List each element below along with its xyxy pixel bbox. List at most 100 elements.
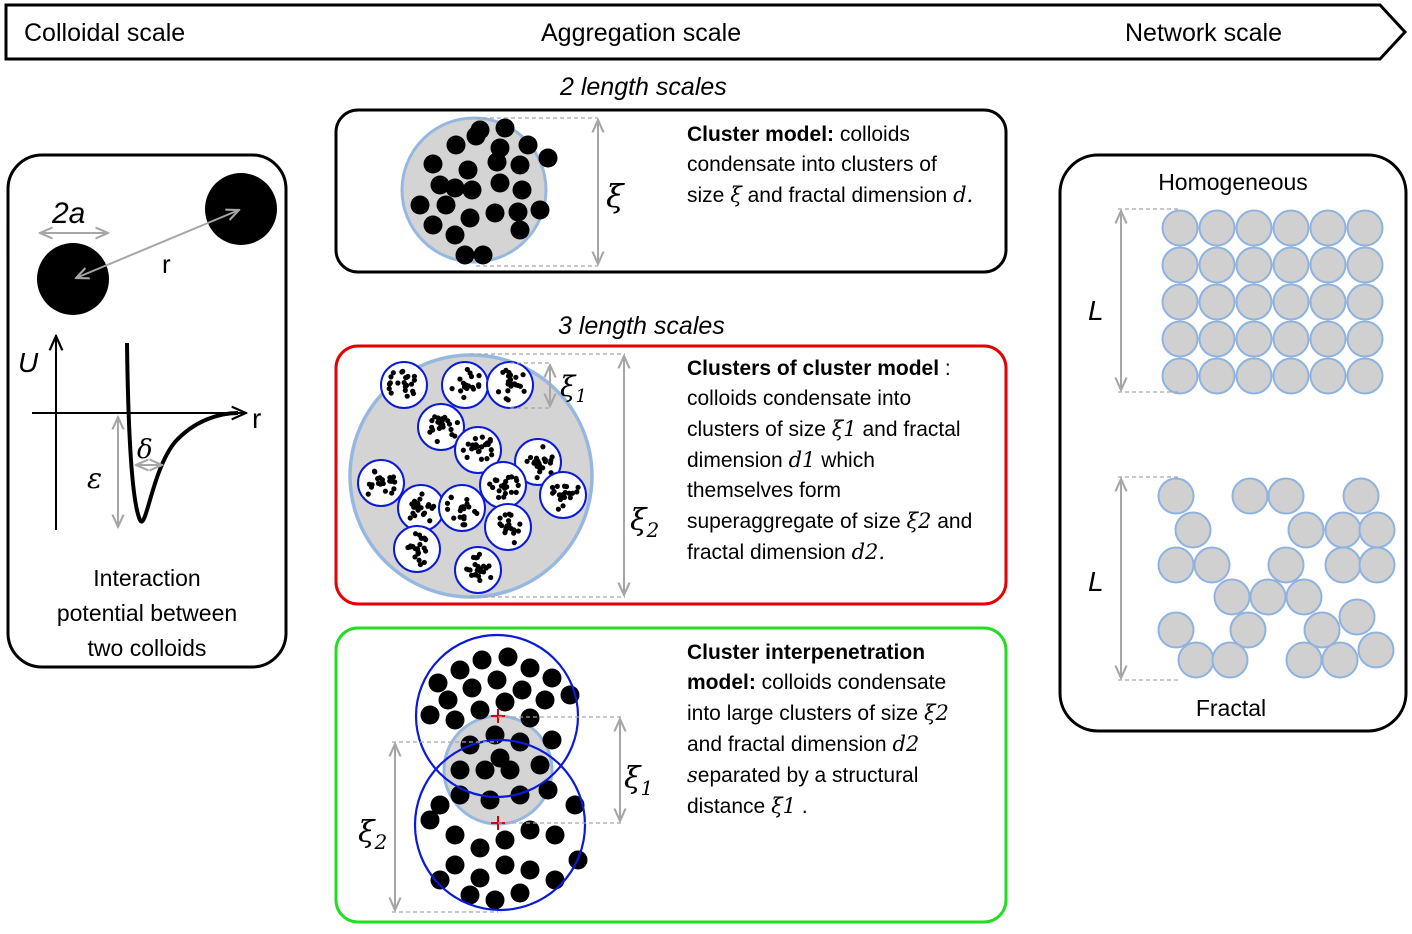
subcluster-colloid xyxy=(451,515,457,521)
xi2-label-b: ξ2 xyxy=(358,815,387,854)
ip-line-6: distance ξ1 . xyxy=(687,791,999,822)
network-particle xyxy=(1235,320,1273,358)
cc-3b: and fractal xyxy=(856,418,961,441)
cm-line-3: size ξ and fractal dimension d. xyxy=(687,180,999,211)
colloid-particle xyxy=(458,160,478,180)
cluster-circle-lower xyxy=(413,738,587,912)
colloid-particle xyxy=(495,830,515,850)
network-particle xyxy=(1161,283,1199,321)
xi-label: ξ xyxy=(606,177,625,215)
subcluster-colloid xyxy=(423,548,429,554)
xi2-a-sym: ξ xyxy=(630,503,648,538)
subcluster-colloid xyxy=(484,456,490,462)
xi1-a-sub: 1 xyxy=(575,386,586,407)
two-length-scales-heading: 2 length scales xyxy=(559,73,727,101)
subcluster-colloid xyxy=(464,566,470,572)
ip-line-4: and fractal dimension d2 xyxy=(687,729,999,760)
network-particle xyxy=(1161,320,1199,358)
colloid-particle xyxy=(445,825,465,845)
ip-5a: s xyxy=(687,763,698,787)
center-cross-upper xyxy=(491,709,505,723)
subcluster-colloid xyxy=(414,500,421,506)
ip-line-1: Cluster interpenetration xyxy=(687,638,999,668)
xi1-label-b: ξ1 xyxy=(624,761,653,800)
colloid-particle xyxy=(495,855,515,875)
xi1-a-sym: ξ xyxy=(560,370,577,403)
three-length-scales-heading: 3 length scales xyxy=(558,312,725,340)
ip-5b: eparated by a structural xyxy=(697,764,919,787)
colloid-particle xyxy=(446,135,466,155)
subcluster-colloid xyxy=(505,397,511,403)
subcluster-colloid xyxy=(390,474,397,480)
subcluster-colloid xyxy=(391,486,397,492)
subcluster-colloid xyxy=(569,490,576,496)
subcluster-colloid xyxy=(416,557,422,563)
colloid-particle xyxy=(495,692,515,712)
subcluster-colloid xyxy=(411,373,417,379)
subcluster-colloid xyxy=(408,381,415,387)
colloid-particle xyxy=(490,138,510,158)
subcluster-colloid xyxy=(454,419,460,426)
subcluster-colloid xyxy=(476,448,482,454)
colloid-particle xyxy=(430,175,450,195)
network-particle xyxy=(1303,611,1341,649)
network-particle xyxy=(1358,546,1396,584)
cc-6a: superaggregate of size xyxy=(687,510,907,533)
scale-left-label: Colloidal scale xyxy=(24,19,185,47)
cluster-model-description: Cluster model: colloids condensate into … xyxy=(687,120,999,211)
subcluster-colloid xyxy=(445,418,451,424)
distance-label: r xyxy=(162,249,171,279)
diameter-label: 2a xyxy=(51,197,85,230)
network-particle xyxy=(1161,246,1199,284)
colloid-particle xyxy=(420,705,440,725)
colloid-particle xyxy=(428,673,448,693)
subcluster-colloid xyxy=(555,506,562,512)
subcluster-colloid xyxy=(504,484,510,490)
subcluster-colloid xyxy=(469,446,475,452)
subcluster-colloid xyxy=(448,426,454,433)
colloid-particle xyxy=(445,710,465,730)
colloid-particle xyxy=(520,820,540,840)
cc-4a: dimension xyxy=(687,449,789,472)
caption-line-2: potential between xyxy=(57,600,237,626)
colloid-particle xyxy=(480,790,500,810)
network-particle xyxy=(1324,511,1362,549)
colloid-particle xyxy=(520,658,540,678)
colloid-particle xyxy=(462,678,482,698)
network-particle xyxy=(1346,320,1384,358)
colloid-particle xyxy=(510,883,530,903)
network-particle xyxy=(1235,283,1273,321)
colloid-particle xyxy=(510,155,530,175)
network-particle xyxy=(1193,546,1231,584)
subcluster-colloid xyxy=(561,494,567,500)
subcluster-colloid xyxy=(405,544,411,551)
colloid-particle xyxy=(520,708,540,728)
subcluster-colloid xyxy=(388,374,394,380)
subcluster-colloid xyxy=(540,444,546,450)
network-particle xyxy=(1309,209,1347,247)
colloid-particle xyxy=(475,760,495,780)
subcluster-colloid xyxy=(429,418,435,424)
ip-line-3: into large clusters of size ξ2 xyxy=(687,698,999,729)
network-particle xyxy=(1235,357,1273,395)
colloid-particle xyxy=(410,195,430,215)
subcluster-colloid xyxy=(459,505,465,512)
network-particle xyxy=(1177,641,1215,679)
subcluster-colloid xyxy=(502,490,508,497)
subcluster-colloid xyxy=(462,522,468,528)
xi1-b-sym: ξ xyxy=(624,761,642,796)
cc-line-7: fractal dimension d2. xyxy=(687,537,999,568)
subcluster-colloid xyxy=(382,488,389,494)
network-particle xyxy=(1309,246,1347,284)
subcluster-colloid xyxy=(411,377,418,383)
scale-arrow xyxy=(4,3,1408,61)
subcluster-colloid xyxy=(388,390,394,396)
subcluster-colloid xyxy=(488,447,494,453)
cc-3a: clusters of size xyxy=(687,418,832,441)
subcluster-colloid xyxy=(465,383,472,389)
cm-text-1: colloids xyxy=(834,123,910,146)
cm-line-2: condensate into clusters of xyxy=(687,153,937,176)
network-particle xyxy=(1272,357,1310,395)
colloid-particle xyxy=(487,670,507,690)
colloid-particle-1 xyxy=(37,243,109,315)
